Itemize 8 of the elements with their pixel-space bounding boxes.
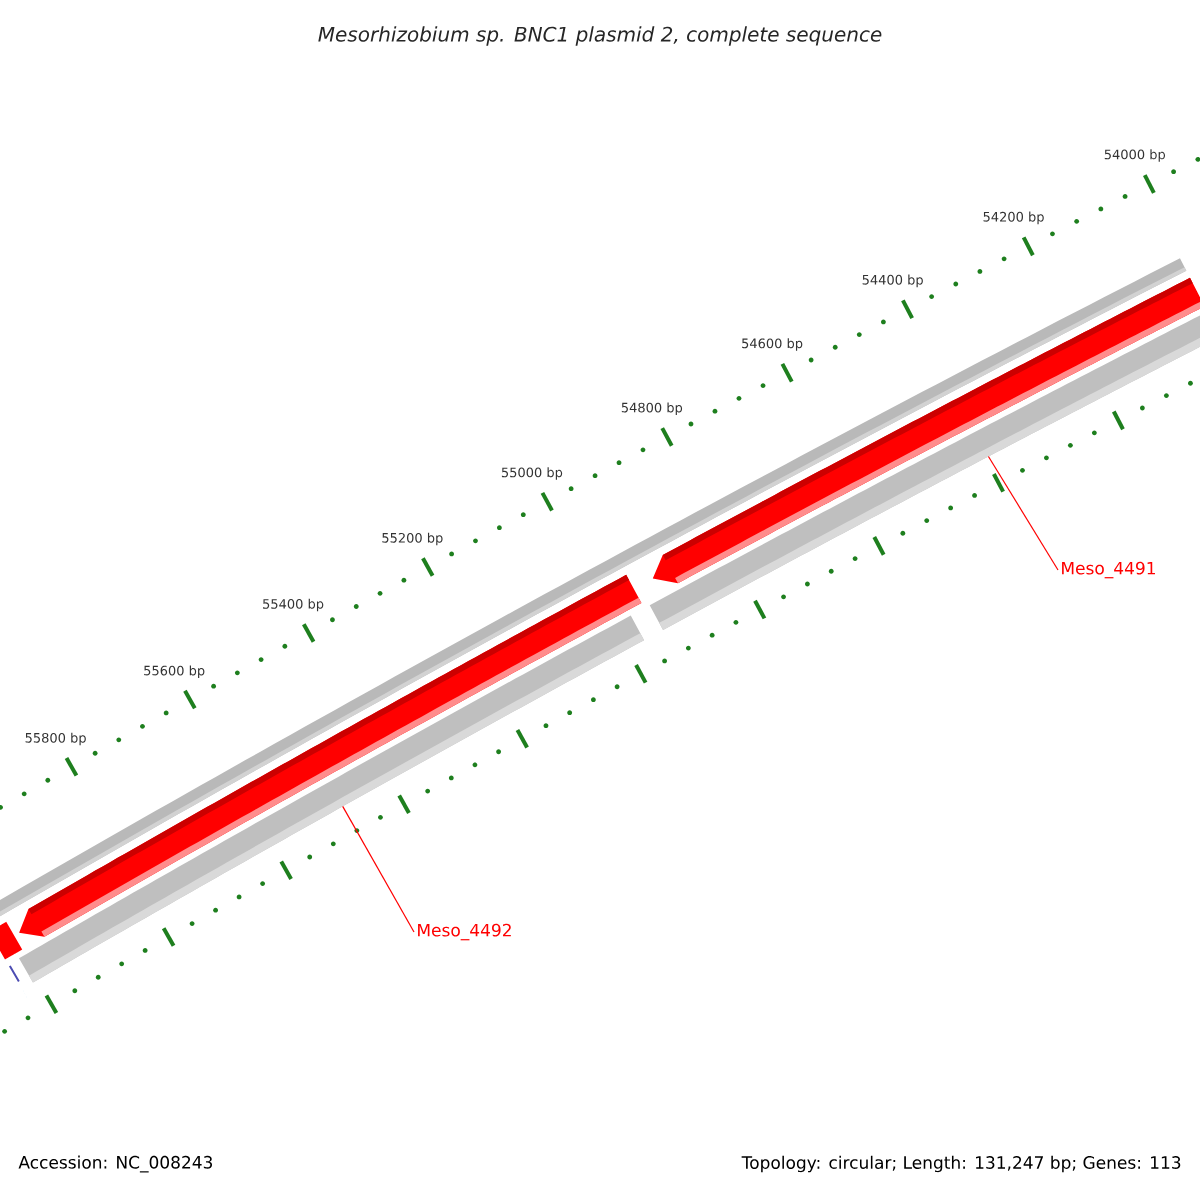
- leader-line: [987, 455, 1059, 571]
- track-band: [18, 615, 645, 983]
- gene-label: Meso_4492: [418, 923, 511, 941]
- footer-text: Topology: circular; Length: 131,247 bp; Genes: 113: [741, 1155, 1181, 1173]
- gene-label: Meso_4491: [1062, 561, 1155, 579]
- leader-line: [342, 805, 415, 933]
- footer-text: Accession: NC_008243: [18, 1155, 212, 1173]
- title: Mesorhizobium sp. BNC1 plasmid 2, complete sequence: [318, 26, 882, 46]
